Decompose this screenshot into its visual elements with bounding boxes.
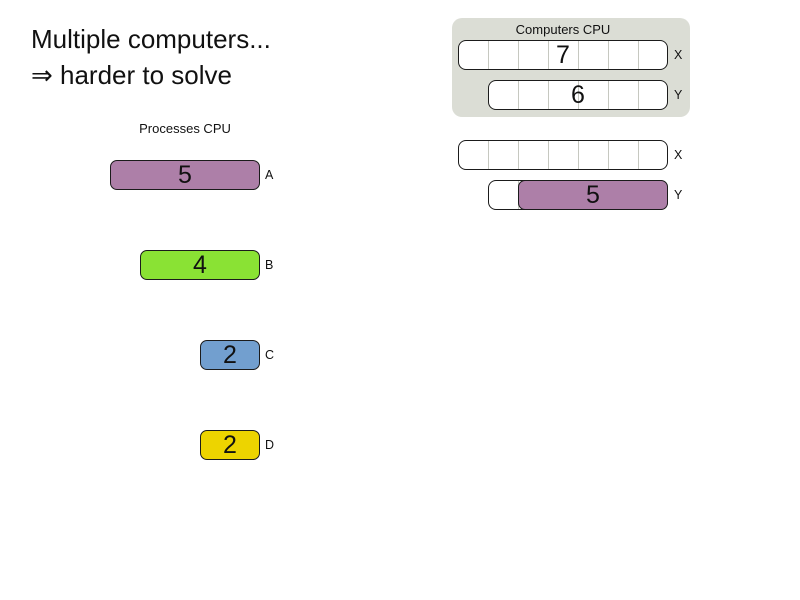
computers-heading: Computers CPU (515, 22, 611, 37)
process-c-label: C (265, 348, 275, 362)
assignment-y-label: Y (674, 188, 683, 202)
computer-y-capacity-value: 6 (571, 81, 585, 109)
process-d-value: 2 (223, 431, 237, 459)
computer-x-label: X (674, 48, 683, 62)
process-bar-b: 4 (140, 250, 260, 280)
computer-x-capacity-bar: 7 (458, 40, 668, 70)
computer-y-capacity-bar: 6 (488, 80, 668, 110)
assigned-process-a-value: 5 (586, 181, 600, 209)
process-c-value: 2 (223, 341, 237, 369)
assignment-x-slot-bar (458, 140, 668, 170)
computer-y-label: Y (674, 88, 683, 102)
assigned-process-a-block: 5 (518, 180, 668, 210)
process-a-value: 5 (178, 161, 192, 189)
process-b-label: B (265, 258, 274, 272)
process-bar-d: 2 (200, 430, 260, 460)
process-bar-a: 5 (110, 160, 260, 190)
title-line-1: Multiple computers... (31, 24, 271, 54)
processes-heading: Processes CPU (139, 121, 231, 136)
computers-panel: Computers CPU 7 X 6 Y (452, 18, 690, 117)
process-b-value: 4 (193, 251, 207, 279)
process-d-label: D (265, 438, 275, 452)
process-bar-c: 2 (200, 340, 260, 370)
assignment-x-label: X (674, 148, 683, 162)
slide-title: Multiple computers... ⇒ harder to solve (31, 21, 271, 93)
process-a-label: A (265, 168, 274, 182)
title-line-2: ⇒ harder to solve (31, 60, 232, 90)
computer-x-capacity-value: 7 (556, 41, 570, 69)
